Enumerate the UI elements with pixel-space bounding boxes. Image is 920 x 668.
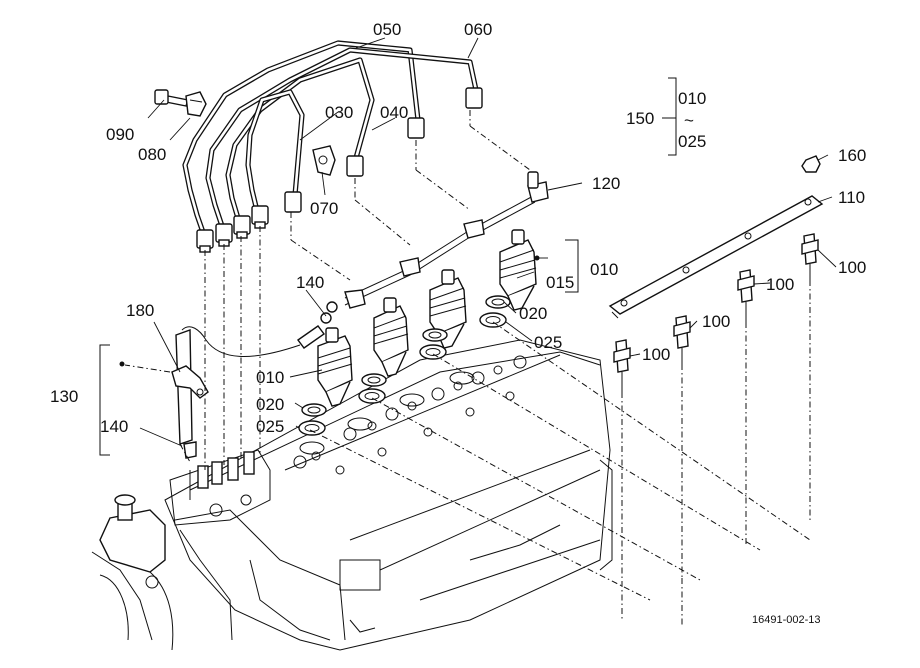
label-130: 130 [50,387,78,406]
engine-mount-bracket [91,494,174,651]
label-025-left: 025 [256,417,284,436]
injection-pipes [182,40,483,253]
label-010-left: 010 [256,368,284,387]
label-100-mid-left: 100 [702,312,730,331]
label-025-right: 025 [534,333,562,352]
label-010-group: 010 [590,260,618,279]
leader-lines [139,37,837,447]
fuel-overflow-pipe [297,171,549,349]
diagram-reference-code: 16491-002-13 [752,614,821,626]
engine-block [164,339,613,651]
label-060: 060 [464,20,492,39]
label-150-range-end: 025 [678,132,706,151]
label-100-right: 100 [838,258,866,277]
label-150-range-tilde: ~ [684,111,694,130]
callout-labels: 050 060 090 080 030 040 070 120 150 010 … [50,20,866,626]
label-160: 160 [838,146,866,165]
clamp-bolt [154,89,207,117]
nozzle-washers [298,295,511,436]
label-080: 080 [138,145,166,164]
glow-plug-lead [608,155,824,319]
label-140-bottom: 140 [100,417,128,436]
label-020-right: 020 [519,304,547,323]
label-140-top: 140 [296,273,324,292]
label-015: 015 [546,273,574,292]
label-040: 040 [380,103,408,122]
label-070: 070 [310,199,338,218]
return-hose [171,326,301,459]
label-150-range-start: 010 [678,89,706,108]
label-120: 120 [592,174,620,193]
label-020-left: 020 [256,395,284,414]
label-030: 030 [325,103,353,122]
glow-plugs [613,233,819,392]
label-180: 180 [126,301,154,320]
label-050: 050 [373,20,401,39]
label-110: 110 [838,188,865,207]
label-100-left: 100 [642,345,670,364]
group-brackets [99,77,677,456]
label-090: 090 [106,125,134,144]
label-150: 150 [626,109,654,128]
injector-nozzles [317,229,537,407]
injection-pump [169,449,271,641]
assembly-guide-lines [99,110,811,625]
label-100-mid-right: 100 [766,275,794,294]
